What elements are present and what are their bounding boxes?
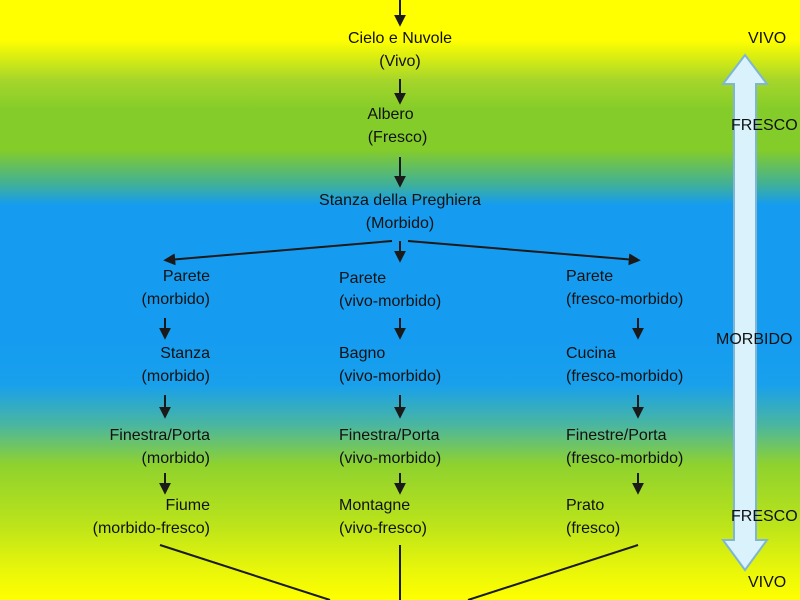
- left-node-1-quality: (morbido): [141, 291, 210, 308]
- scale-label-middle: MORBIDO: [716, 331, 793, 348]
- right-node-1: Parete (fresco-morbido): [566, 265, 716, 311]
- middle-node-1-quality: (vivo-morbido): [339, 293, 442, 310]
- left-node-1-name: Parete: [162, 268, 210, 285]
- middle-node-4-name: Montagne: [339, 497, 411, 514]
- node-stanza-preghiera-quality: (Morbido): [365, 215, 435, 232]
- right-node-2-quality: (fresco-morbido): [566, 368, 684, 385]
- right-node-1-name: Parete: [566, 268, 614, 285]
- left-node-4: Fiume (morbido-fresco): [40, 494, 210, 540]
- right-node-4-name: Prato: [566, 497, 605, 514]
- middle-node-3: Finestra/Porta (vivo-morbido): [339, 424, 489, 470]
- middle-node-4: Montagne (vivo-fresco): [339, 494, 489, 540]
- middle-node-2-quality: (vivo-morbido): [339, 368, 442, 385]
- right-node-2: Cucina (fresco-morbido): [566, 342, 716, 388]
- node-stanza-preghiera-name: Stanza della Preghiera: [319, 192, 481, 209]
- left-node-3-name: Finestra/Porta: [109, 427, 210, 444]
- right-node-1-quality: (fresco-morbido): [566, 291, 684, 308]
- arrow-stanza-to-right: [407, 240, 641, 266]
- arrow-stanza-to-left: [163, 240, 393, 266]
- right-node-4: Prato (fresco): [566, 494, 716, 540]
- line-left-converge: [159, 544, 331, 600]
- middle-node-1-name: Parete: [339, 270, 387, 287]
- node-cielo-quality: (Vivo): [379, 53, 421, 70]
- node-cielo-name: Cielo e Nuvole: [347, 30, 453, 47]
- scale-label-bottom: VIVO: [748, 574, 787, 591]
- scale-label-top: VIVO: [748, 30, 787, 47]
- left-node-4-name: Fiume: [165, 497, 210, 514]
- left-node-3-quality: (morbido): [141, 450, 210, 467]
- right-node-3: Finestre/Porta (fresco-morbido): [566, 424, 716, 470]
- left-node-3: Finestra/Porta (morbido): [40, 424, 210, 470]
- left-node-1: Parete (morbido): [40, 265, 210, 311]
- line-right-converge: [467, 544, 639, 600]
- middle-node-2: Bagno (vivo-morbido): [339, 342, 489, 388]
- left-node-4-quality: (morbido-fresco): [92, 520, 210, 537]
- node-stanza-preghiera: Stanza della Preghiera (Morbido): [280, 189, 520, 235]
- right-node-3-quality: (fresco-morbido): [566, 450, 684, 467]
- left-node-2-quality: (morbido): [141, 368, 210, 385]
- right-node-3-name: Finestre/Porta: [566, 427, 667, 444]
- middle-node-3-name: Finestra/Porta: [339, 427, 440, 444]
- node-albero-name: Albero: [367, 106, 414, 123]
- left-node-2: Stanza (morbido): [40, 342, 210, 388]
- right-node-2-name: Cucina: [566, 345, 616, 362]
- middle-node-1: Parete (vivo-morbido): [339, 267, 489, 313]
- node-albero: Albero (Fresco): [300, 103, 495, 149]
- left-node-2-name: Stanza: [160, 345, 210, 362]
- middle-node-2-name: Bagno: [339, 345, 386, 362]
- node-cielo: Cielo e Nuvole (Vivo): [300, 27, 500, 73]
- middle-node-3-quality: (vivo-morbido): [339, 450, 442, 467]
- node-albero-quality: (Fresco): [367, 129, 428, 146]
- middle-node-4-quality: (vivo-fresco): [339, 520, 428, 537]
- scale-label-upper: FRESCO: [731, 117, 798, 134]
- scale-label-lower: FRESCO: [731, 508, 798, 525]
- right-node-4-quality: (fresco): [566, 520, 621, 537]
- scale-double-arrow: [720, 53, 770, 572]
